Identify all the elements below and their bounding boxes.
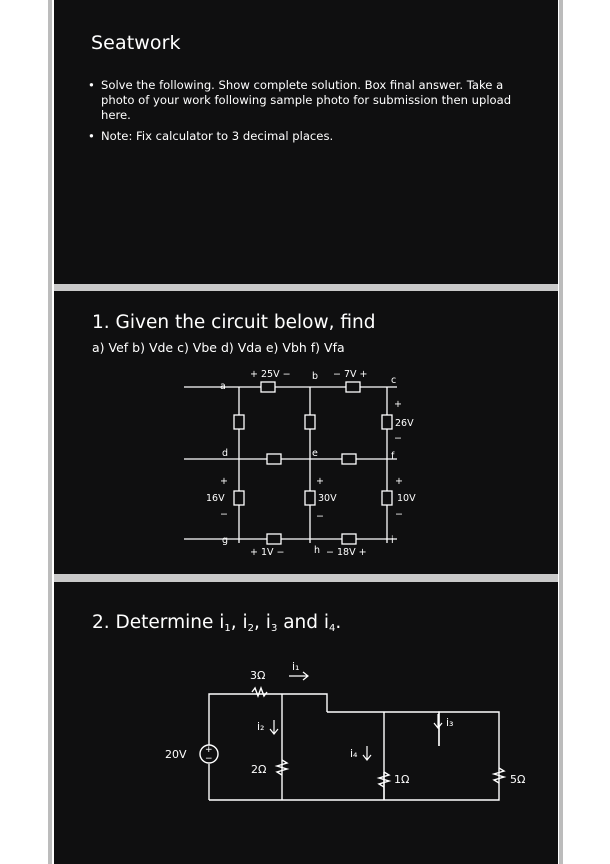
- node-h-label: h: [314, 545, 320, 556]
- element-fi: [381, 490, 393, 506]
- label-1v: + 1V −: [250, 547, 285, 558]
- slide-title: Seatwork: [91, 32, 181, 54]
- node-a-label: a: [220, 381, 226, 392]
- voltage-source: [199, 744, 219, 764]
- arrow-i1: [289, 671, 309, 681]
- label-i1: i₁: [292, 660, 299, 673]
- label-25v: + 25V −: [250, 369, 291, 380]
- label-i3: i₃: [446, 716, 453, 729]
- plus-sign: +: [394, 399, 402, 410]
- label-18v: − 18V +: [326, 547, 367, 558]
- element-bc: [345, 381, 361, 393]
- label-i2: i₂: [257, 720, 264, 733]
- subscript-2: 2: [247, 623, 255, 634]
- minus-sign: −: [395, 509, 403, 520]
- label-30v: 30V: [318, 493, 337, 504]
- element-eh: [304, 490, 316, 506]
- source-plus: +: [205, 745, 213, 755]
- element-cf: [381, 414, 393, 430]
- question-1-parts: a) Vef b) Vde c) Vbe d) Vda e) Vbh f) Vf…: [92, 340, 345, 355]
- element-ab: [260, 381, 276, 393]
- label-20v: 20V: [165, 748, 187, 761]
- label-26v: 26V: [395, 418, 414, 429]
- question-1-title: 1. Given the circuit below, find: [92, 312, 376, 333]
- arrow-i4: [362, 746, 372, 761]
- minus-sign: −: [220, 509, 228, 520]
- label-10v: 10V: [397, 493, 416, 504]
- instruction-item: Solve the following. Show complete solut…: [88, 78, 528, 123]
- element-be: [304, 414, 316, 430]
- element-ef: [341, 453, 357, 465]
- node-g-label: g: [222, 535, 228, 546]
- slide-divider: [54, 284, 558, 291]
- label-1-ohm: 1Ω: [394, 773, 409, 786]
- slide-1: Seatwork Solve the following. Show compl…: [54, 0, 558, 284]
- element-ad: [233, 414, 245, 430]
- plus-sign: +: [395, 476, 403, 487]
- left-gutter: [48, 0, 52, 864]
- arrow-i2: [269, 720, 279, 735]
- node-d-label: d: [222, 448, 228, 459]
- label-i4: i₄: [350, 747, 358, 760]
- element-dg: [233, 490, 245, 506]
- node-f-label: f: [391, 451, 395, 462]
- label-3-ohm: 3Ω: [250, 669, 265, 682]
- element-gh: [266, 533, 282, 545]
- label-2-ohm: 2Ω: [251, 763, 266, 776]
- node-e-label: e: [312, 448, 318, 459]
- question-2-title: 2. Determine i1, i2, i3 and i4.: [92, 612, 342, 634]
- circuit-diagram-1: a b c d e f g h i + 25V − − 7V + + 26V −…: [184, 369, 416, 558]
- circuit-diagram-2: 3Ω i₁ i₂ i₄ i₃ 2Ω 1Ω 5Ω 20V + −: [165, 660, 525, 801]
- minus-sign: −: [394, 433, 402, 444]
- label-16v: 16V: [206, 493, 225, 504]
- plus-sign: +: [316, 476, 324, 487]
- node-c-label: c: [391, 375, 396, 386]
- node-b-label: b: [312, 371, 318, 382]
- subscript-4: 4: [329, 623, 336, 634]
- plus-sign: +: [220, 476, 228, 487]
- slide-3: 2. Determine i1, i2, i3 and i4.: [54, 582, 558, 864]
- source-minus: −: [205, 754, 213, 764]
- question-2-prefix: 2. Determine i: [92, 612, 225, 633]
- arrow-i3: [433, 714, 443, 729]
- label-7v: − 7V +: [333, 369, 368, 380]
- subscript-3: 3: [270, 623, 278, 634]
- slide-2: 1. Given the circuit below, find a) Vef …: [54, 291, 558, 574]
- minus-sign: −: [316, 511, 324, 522]
- right-gutter: [559, 0, 563, 864]
- label-5-ohm: 5Ω: [510, 773, 525, 786]
- subscript-1: 1: [224, 623, 231, 634]
- instructions-list: Solve the following. Show complete solut…: [88, 78, 528, 150]
- element-hi: [341, 533, 357, 545]
- slide-divider: [54, 574, 558, 582]
- instruction-item: Note: Fix calculator to 3 decimal places…: [88, 129, 528, 144]
- element-de: [266, 453, 282, 465]
- node-i-label: i: [391, 535, 394, 546]
